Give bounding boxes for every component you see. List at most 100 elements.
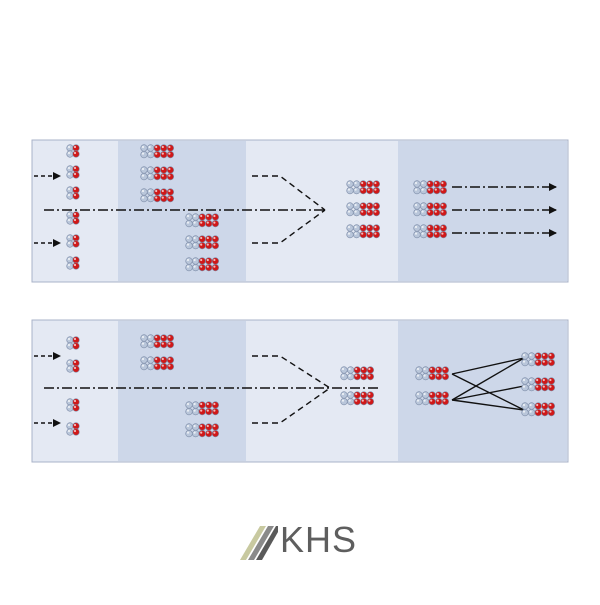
container-pack-icon [521,402,556,417]
bottle [166,188,174,196]
bottle-highlight [421,232,424,235]
bottle-highlight [200,236,203,240]
bottle-highlight [347,232,351,235]
bottle-highlight [213,424,216,428]
bottle [66,422,74,430]
bottle [433,231,441,239]
bottle [140,341,148,349]
bottle-highlight [206,214,209,218]
bottle-highlight [67,145,71,149]
bottle [66,240,74,248]
bottle-highlight [348,367,351,371]
bottle-highlight [443,374,446,377]
bottle-highlight [141,189,145,193]
bottle-highlight [441,210,444,213]
bottle-highlight [522,410,526,413]
bottle-highlight [141,335,145,339]
bottle [422,398,430,406]
bottle [198,423,206,431]
bottle-highlight [206,258,209,262]
bottle-highlight [161,357,164,361]
bottle [160,195,168,203]
container-pack-icon [413,180,448,195]
bottle-highlight [536,410,539,413]
bottle-highlight [141,196,145,199]
bottle-highlight [186,221,190,224]
bottle [441,398,450,406]
bottle [185,401,193,409]
bottle-highlight [168,342,171,345]
bottle-highlight [193,402,196,406]
bottle [205,220,213,228]
bottle-highlight [67,218,71,222]
bottle-highlight [414,210,418,213]
bottle-highlight [155,357,158,361]
bottle-highlight [200,402,203,406]
bottle [521,384,529,392]
bottle [153,144,161,152]
bottle [140,188,148,196]
bottle-highlight [168,357,171,361]
bottle [198,257,206,265]
bottle-highlight [73,337,77,341]
bottle-highlight [73,360,77,364]
container-pack-icon [140,334,174,349]
bottle [72,211,80,219]
bottle-highlight [549,410,552,413]
bottle-highlight [361,374,364,377]
bottle-highlight [368,399,371,402]
bottle [420,202,428,210]
bottle-highlight [549,360,552,363]
bottle [72,217,80,225]
bottle-highlight [529,353,532,357]
bottle-highlight [161,174,164,177]
bottle [153,188,161,196]
diagram-panel-1 [31,139,569,283]
bottle [147,341,155,349]
bottle [353,209,361,217]
bottle [415,398,423,406]
bottle [211,235,219,243]
bottle-highlight [193,258,196,262]
bottle [422,366,430,374]
bottle-highlight [434,203,437,207]
bottle-highlight [193,243,196,246]
bottle-highlight [213,402,216,406]
bottle-highlight [536,353,539,357]
bottle-highlight [141,174,145,177]
bottle [192,235,200,243]
bottle [205,257,213,265]
bottle-highlight [355,374,358,377]
bottle [166,195,174,203]
container-pack-icon [140,144,174,159]
bottle-highlight [361,232,364,235]
bottle [534,384,542,392]
bottle-highlight [542,378,545,382]
bottle-highlight [368,374,371,377]
bottle [366,187,374,195]
container-pack-icon [415,391,450,406]
bottle [147,195,155,203]
bottle-highlight [355,367,358,371]
container-pack-icon [140,166,174,181]
bottle-highlight [421,181,424,185]
bottle-highlight [374,232,377,235]
bottle-highlight [200,265,203,268]
bottle [366,391,375,399]
bottle-highlight [529,410,532,413]
bottle-highlight [186,431,190,434]
bottle [359,187,367,195]
bottle [147,356,155,364]
bottle [140,363,148,371]
bottle-highlight [430,374,433,377]
bottle [366,180,374,188]
bottle-highlight [213,214,216,218]
bottle-highlight [206,236,209,240]
bottle [205,401,213,409]
bottle-highlight [428,225,431,229]
bottle [72,150,80,158]
bottle [66,165,74,173]
bottle-highlight [193,236,196,240]
bottle-highlight [148,364,151,367]
bottle [66,256,74,264]
